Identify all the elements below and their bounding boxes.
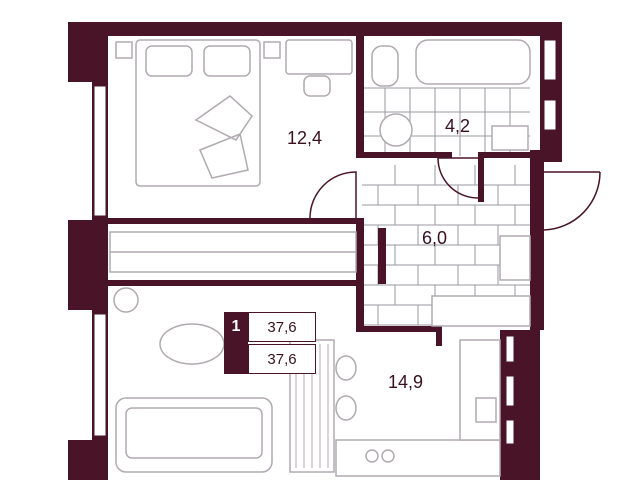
living-area: 37,6 [248,344,316,374]
windows [93,39,557,445]
doors [309,157,601,231]
hall-tile-grid [362,165,530,326]
living-area-label: 14,9 [388,372,424,392]
bathroom-area-label: 4,2 [445,116,471,136]
bed [115,39,281,187]
sofa [115,397,273,473]
wardrobe [109,231,357,273]
kitchen-counter [335,339,501,477]
hall-appliances [431,235,531,327]
room-count: 1 [224,312,248,374]
bathroom-fixtures [371,39,531,151]
hall-area-label: 6,0 [422,228,448,248]
bedroom-area-label: 12,4 [287,128,323,148]
desk [285,39,353,97]
total-area: 37,6 [248,312,316,342]
apartment-badge: 1 37,6 37,6 [224,312,316,374]
tv-stand [113,287,139,313]
